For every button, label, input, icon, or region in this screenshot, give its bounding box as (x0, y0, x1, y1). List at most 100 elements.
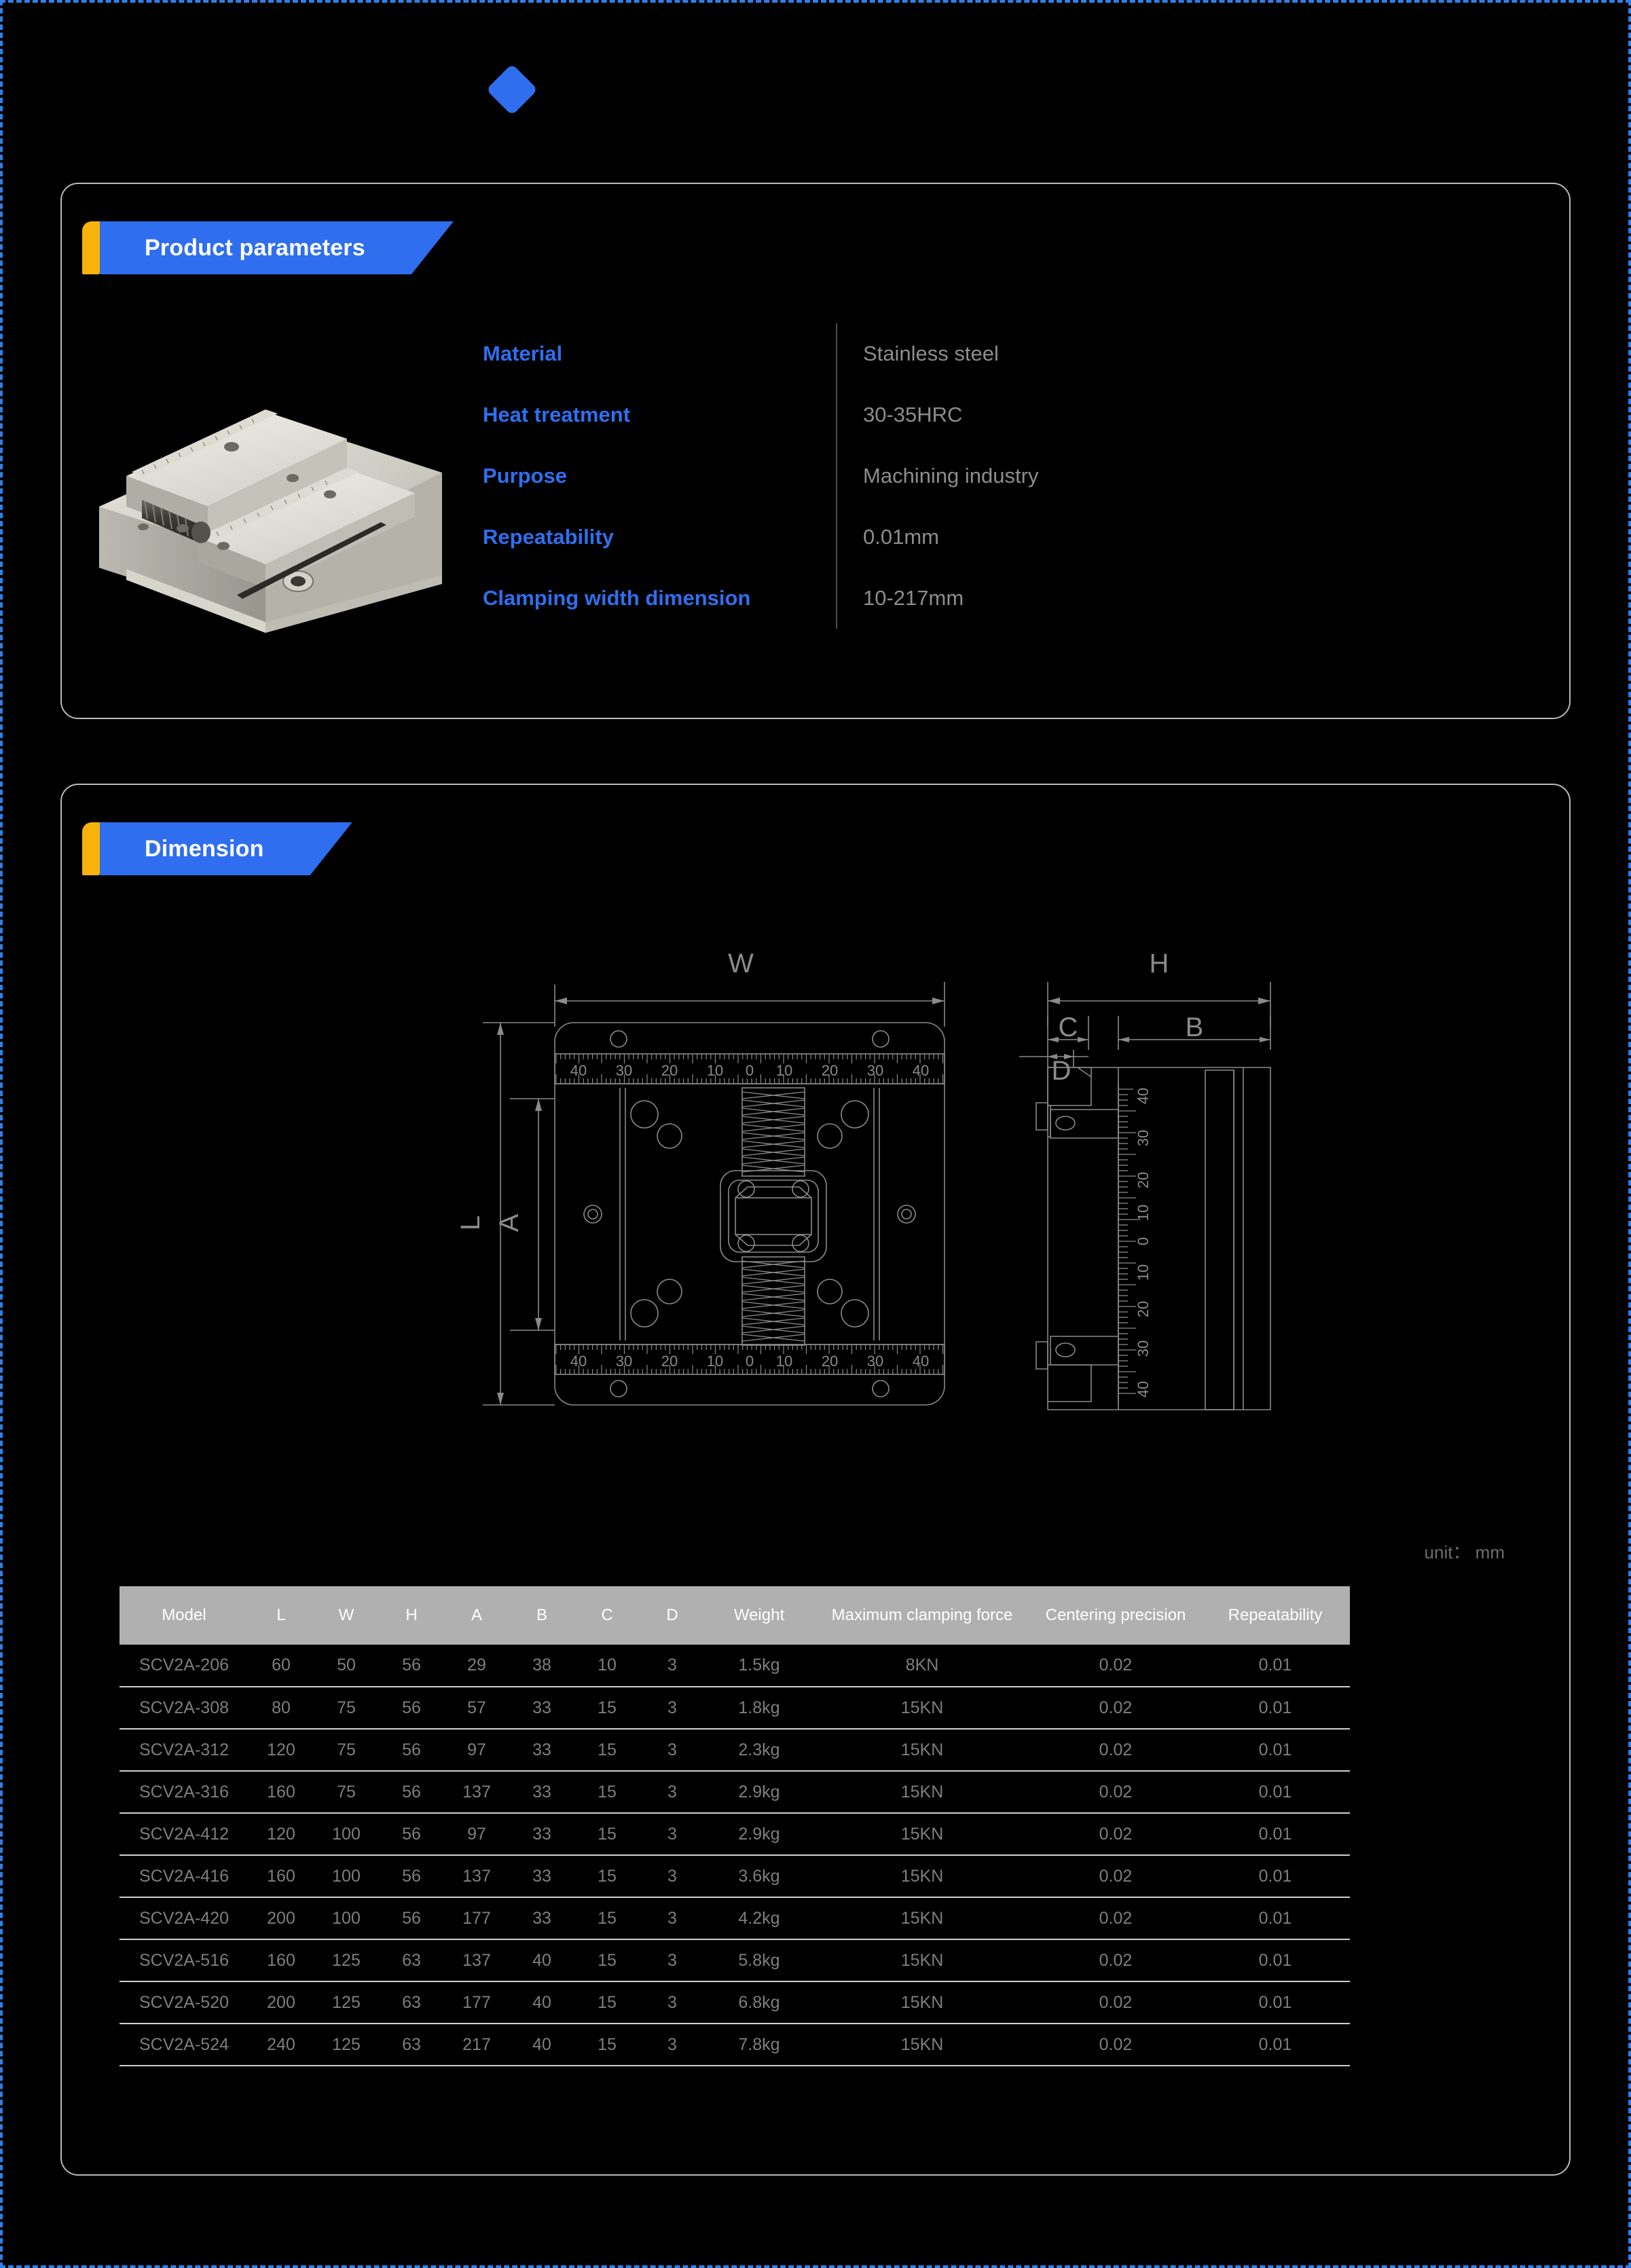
dimension-banner: Dimension (82, 822, 352, 875)
table-cell-l: 160 (249, 1771, 314, 1814)
col-header-c: C (574, 1586, 640, 1645)
col-header-l: L (249, 1586, 314, 1645)
unit-note: unit： mm (1424, 1542, 1505, 1562)
table-cell-w: 100 (314, 1855, 379, 1898)
table-cell-h: 56 (379, 1897, 444, 1940)
col-header-b: B (509, 1586, 574, 1645)
product-parameters-body: Material Heat treatment Purpose Repeatab… (62, 303, 1569, 683)
col-header-model: Model (120, 1586, 249, 1645)
table-cell-l: 80 (249, 1687, 314, 1730)
svg-text:20: 20 (661, 1353, 678, 1370)
table-cell-b: 33 (509, 1897, 574, 1940)
diamond-logo-icon (485, 63, 538, 116)
table-cell-w: 50 (314, 1645, 379, 1687)
svg-text:40: 40 (570, 1353, 587, 1370)
table-cell-centering-precision: 0.02 (1031, 1729, 1201, 1772)
spec-key-clamping-width: Clamping width dimension (483, 586, 751, 610)
table-cell-weight: 1.8kg (705, 1687, 813, 1730)
table-cell-a: 177 (444, 1897, 509, 1940)
table-cell-repeatability: 0.01 (1201, 1981, 1350, 2024)
table-cell-weight: 2.9kg (705, 1813, 813, 1856)
table-cell-h: 56 (379, 1855, 444, 1898)
spec-value-material: Stainless steel (863, 342, 999, 365)
table-cell-d: 3 (640, 1687, 705, 1730)
table-cell-b: 38 (509, 1645, 574, 1687)
table-cell-d: 3 (640, 1771, 705, 1814)
table-cell-c: 15 (574, 1729, 640, 1772)
table-cell-maximum-clamping-force: 15KN (813, 1813, 1031, 1856)
table-cell-weight: 3.6kg (705, 1855, 813, 1898)
table-cell-w: 100 (314, 1813, 379, 1856)
table-cell-c: 10 (574, 1645, 640, 1687)
table-cell-weight: 1.5kg (705, 1645, 813, 1687)
svg-text:20: 20 (1135, 1172, 1152, 1188)
svg-text:30: 30 (616, 1353, 632, 1370)
table-cell-l: 120 (249, 1813, 314, 1856)
table-cell-centering-precision: 0.02 (1031, 1855, 1201, 1898)
table-cell-model: SCV2A-316 (120, 1771, 249, 1814)
svg-text:20: 20 (1135, 1301, 1152, 1317)
table-cell-maximum-clamping-force: 15KN (813, 1687, 1031, 1730)
table-cell-repeatability: 0.01 (1201, 1771, 1350, 1814)
spec-value-heat-treatment: 30-35HRC (863, 403, 963, 426)
table-cell-weight: 7.8kg (705, 2024, 813, 2066)
table-cell-l: 240 (249, 2024, 314, 2066)
svg-text:40: 40 (913, 1353, 929, 1370)
vise-photo-illustration (99, 409, 442, 633)
table-cell-centering-precision: 0.02 (1031, 1981, 1201, 2024)
table-cell-maximum-clamping-force: 15KN (813, 1939, 1031, 1982)
table-cell-maximum-clamping-force: 15KN (813, 2024, 1031, 2066)
spec-list: Material Heat treatment Purpose Repeatab… (483, 303, 1569, 629)
svg-text:30: 30 (1135, 1340, 1152, 1357)
col-header-centering: Centering precision (1031, 1586, 1201, 1645)
table-cell-d: 3 (640, 1939, 705, 1982)
label-L: L (456, 1215, 485, 1230)
table-cell-c: 15 (574, 1771, 640, 1814)
table-cell-centering-precision: 0.02 (1031, 1939, 1201, 1982)
table-cell-repeatability: 0.01 (1201, 1729, 1350, 1772)
table-cell-maximum-clamping-force: 15KN (813, 1729, 1031, 1772)
svg-text:40: 40 (913, 1062, 929, 1079)
table-cell-d: 3 (640, 1981, 705, 2024)
table-cell-model: SCV2A-412 (120, 1813, 249, 1856)
product-parameters-card: Product parameters (60, 183, 1571, 719)
table-cell-model: SCV2A-416 (120, 1855, 249, 1898)
label-W: W (728, 949, 754, 978)
table-cell-model: SCV2A-420 (120, 1897, 249, 1940)
spec-key-purpose: Purpose (483, 464, 568, 488)
spec-value-clamping-width: 10-217mm (863, 586, 964, 610)
spec-value-repeatability: 0.01mm (863, 525, 939, 549)
table-cell-repeatability: 0.01 (1201, 1855, 1350, 1898)
svg-text:0: 0 (746, 1353, 754, 1370)
table-cell-maximum-clamping-force: 15KN (813, 1855, 1031, 1898)
table-cell-model: SCV2A-308 (120, 1687, 249, 1730)
table-cell-weight: 4.2kg (705, 1897, 813, 1940)
svg-text:20: 20 (822, 1062, 838, 1079)
table-cell-l: 200 (249, 1897, 314, 1940)
table-cell-d: 3 (640, 2024, 705, 2066)
table-cell-c: 15 (574, 2024, 640, 2066)
svg-text:10: 10 (776, 1353, 792, 1370)
table-cell-centering-precision: 0.02 (1031, 1813, 1201, 1856)
table-cell-a: 29 (444, 1645, 509, 1687)
table-cell-c: 15 (574, 1939, 640, 1982)
col-header-weight: Weight (705, 1586, 813, 1645)
table-cell-d: 3 (640, 1855, 705, 1898)
table-cell-a: 57 (444, 1687, 509, 1730)
table-cell-c: 15 (574, 1897, 640, 1940)
table-cell-centering-precision: 0.02 (1031, 2024, 1201, 2066)
svg-text:30: 30 (616, 1062, 632, 1079)
svg-text:40: 40 (570, 1062, 587, 1079)
table-cell-centering-precision: 0.02 (1031, 1771, 1201, 1814)
table-cell-b: 40 (509, 2024, 574, 2066)
table-cell-a: 97 (444, 1813, 509, 1856)
